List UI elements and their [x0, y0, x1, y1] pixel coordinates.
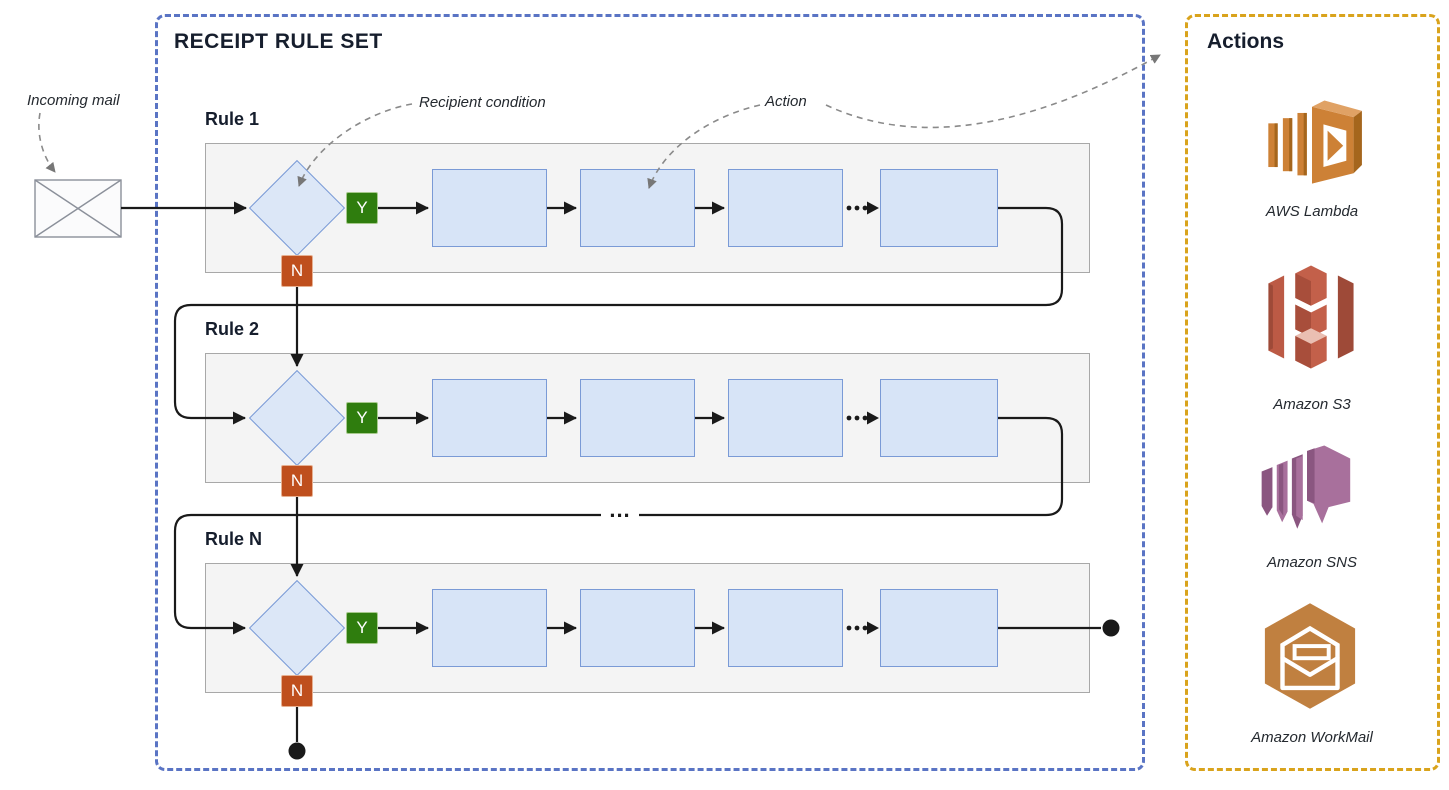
receipt-rule-set-title: RECEIPT RULE SET [174, 30, 383, 53]
action-box [880, 169, 998, 247]
rule-n-yes-badge: Y [346, 612, 378, 644]
action-box [580, 169, 695, 247]
rule-n-label: Rule N [205, 529, 263, 549]
action-box [432, 169, 547, 247]
service-label: Amazon S3 [1273, 396, 1351, 413]
action-box [728, 169, 843, 247]
rule-n-no-badge: N [281, 675, 313, 707]
service-label: Amazon WorkMail [1251, 729, 1373, 746]
receipt-rule-set-container [155, 14, 1145, 771]
action-box [580, 379, 695, 457]
action-box [880, 589, 998, 667]
actions-title: Actions [1207, 30, 1285, 53]
action-box [432, 379, 547, 457]
amazon-sns-icon [1261, 445, 1351, 529]
rule-2-yes-badge: Y [346, 402, 378, 434]
action-box [580, 589, 695, 667]
action-box [880, 379, 998, 457]
amazon-s3-icon [1268, 265, 1354, 369]
action-box [432, 589, 547, 667]
between-rules-ellipsis: ... [601, 499, 639, 525]
service-label: AWS Lambda [1265, 203, 1359, 220]
action-box [728, 589, 843, 667]
rule-1-label: Rule 1 [205, 109, 260, 129]
rule-2-label: Rule 2 [205, 319, 260, 339]
actions-container [1185, 14, 1440, 771]
rule-1-no-badge: N [281, 255, 313, 287]
incoming-mail-icon [34, 179, 122, 238]
rule-2-no-badge: N [281, 465, 313, 497]
incoming-mail-pointer [38, 112, 56, 173]
rule-1-yes-badge: Y [346, 192, 378, 224]
incoming-mail-label: Incoming mail [27, 92, 120, 109]
action-box [728, 379, 843, 457]
aws-lambda-icon [1268, 100, 1362, 184]
amazon-workmail-icon [1264, 603, 1356, 709]
recipient-condition-label: Recipient condition [419, 94, 546, 111]
action-label: Action [765, 93, 807, 110]
service-label: Amazon SNS [1266, 554, 1358, 571]
